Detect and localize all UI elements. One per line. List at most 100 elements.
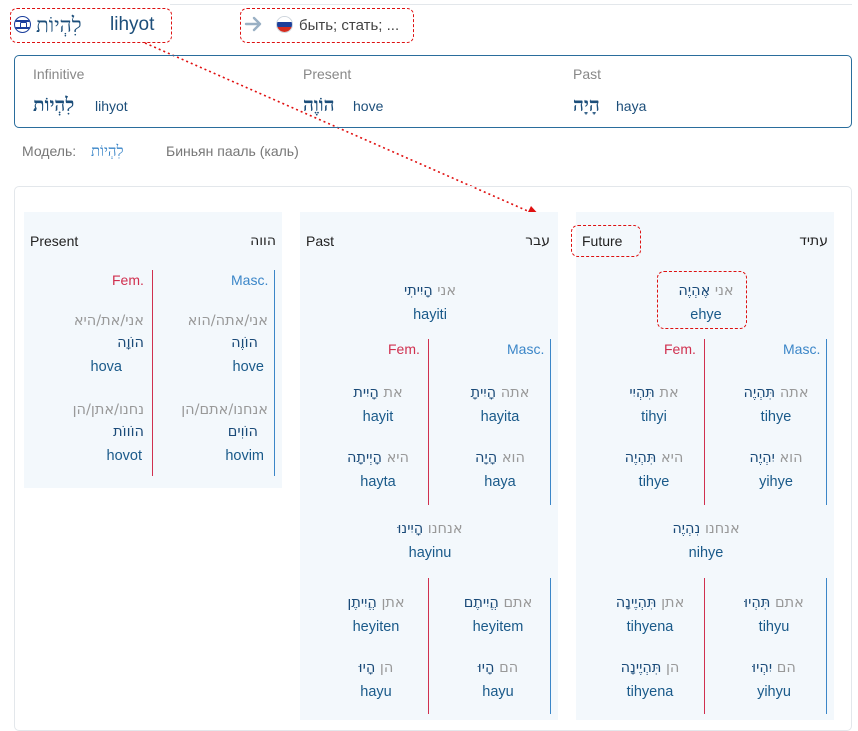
russia-flag-icon [276,16,293,33]
future-sg-fem-divider [704,339,705,505]
pronoun: אתן [381,595,405,611]
verb-form: הֱיִיתֶן [347,595,377,611]
future-3sg-fem-translit: tihye [638,474,670,490]
past-3pl-fem-cell: הן הָיוּ hayu [326,657,426,705]
present-pl-masc-translit: hovim [225,448,264,464]
verb-form: נִהְיֶה [672,521,701,537]
pronoun: אתן [661,595,685,611]
past-masc-label: Masc. [507,341,545,357]
future-3sg-masc-cell: הוא יִהְיֶה yihye [726,447,826,495]
pronoun: היא [386,450,409,466]
verb-form: יִהְיֶה [749,450,775,466]
future-2pl-fem-cell: אתן תִּהְיֶינָה tihyena [598,592,702,640]
pronoun: היא [660,450,684,466]
conjugation-phrase: הן הָיוּ [326,657,426,679]
conjugation-phrase: אני אֶהְיֶה [636,280,776,302]
past-2pl-masc-cell: אתם הֱיִיתֶם heyitem [448,592,548,640]
past-2pl-fem-translit: heyiten [352,619,400,635]
past-1sg-cell: אני הָיִיתִי hayiti [360,280,500,328]
conjugation-phrase: אנחנו נִהְיֶה [636,518,776,540]
conjugation-phrase: אתם הֱיִיתֶם [448,592,548,614]
present-fem-label: Fem. [112,272,144,288]
verb-form: תִּהְיֶה [624,450,657,466]
future-1sg-highlight [657,271,747,329]
arrow-right-icon [244,13,264,35]
past-3pl-masc-translit: hayu [482,684,514,700]
present-title: Present [30,233,79,249]
past-hebrew: הָיָה [573,94,600,116]
present-pl-fem-cell: נחנו/אתן/הן הוֹווֹת hovot [32,399,150,469]
past-2pl-masc-translit: heyitem [472,619,524,635]
conjugation-phrase: הוא הָיָה [450,447,550,469]
past-pl-masc-divider [550,578,551,714]
present-hebrew: הוֹוֶה [303,94,335,116]
verb-header-highlight [10,8,172,43]
present-sg-masc-translit: hove [232,359,264,375]
conjugation-phrase: הן תִּהְיֶינָה [598,657,702,679]
past-sg-fem-divider [428,339,429,505]
pronoun: את [659,385,679,401]
pronoun: אנחנו [427,521,463,537]
pronoun: את [383,385,403,401]
conjugation-phrase: אתן תִּהְיֶינָה [598,592,702,614]
israel-flag-icon [14,16,31,33]
pronoun: אתם [503,595,533,611]
verb-form: הָיִיתָ [470,385,497,401]
pronoun: הם [776,660,796,676]
past-title-hebrew: עבר [525,233,550,249]
future-1pl-cell: אנחנו נִהְיֶה nihye [636,518,776,566]
pronoun: הן [665,660,680,676]
pronoun: אתה [779,385,809,401]
conjugation-phrase: היא תִּהְיֶה [606,447,702,469]
conjugation-phrase: הם הָיוּ [448,657,548,679]
pronoun: אתם [774,595,804,611]
verb-form: תִּהְיֶה [743,385,776,401]
past-1sg-phrase: אני הָיִיתִי [360,280,500,302]
pronoun: אני [437,283,457,299]
future-title: Future [582,233,623,249]
present-sg-fem-cell: אני/את/היא הוֹוָה hova [32,310,150,380]
conjugation-phrase: את תִּהְיִי [606,382,702,404]
model-verb-link[interactable]: לִהְיוֹת [91,142,124,160]
future-3pl-masc-translit: yihyu [757,684,791,700]
future-3pl-masc-cell: הם יִהְיוּ yihyu [724,657,824,705]
future-1pl-translit: nihye [688,545,724,561]
future-fem-label: Fem. [664,341,696,357]
verb-form: הֱיִיתֶם [463,595,499,611]
pronoun: אנחנו [704,521,740,537]
present-title-hebrew: הווה [250,233,276,249]
future-masc-label: Masc. [783,341,821,357]
future-1sg-cell: אני אֶהְיֶה ehye [636,280,776,328]
verb-form: הָיוּ [358,660,376,676]
past-pl-fem-divider [428,578,429,714]
past-label: Past [573,66,602,82]
present-pl-masc-cell: אנחנו/אתם/הן הוֹוִים hovim [156,399,272,469]
infinitive-translit: lihyot [95,98,128,114]
past-title: Past [306,233,335,249]
future-2sg-fem-translit: tihyi [641,409,667,425]
verb-form: הָיוּ [477,660,495,676]
present-sg-fem-translit: hova [90,359,122,375]
past-3sg-masc-translit: haya [484,474,516,490]
verb-form: יִהְיוּ [752,660,773,676]
past-fem-label: Fem. [388,341,420,357]
present-pl-fem-form: הוֹווֹת [113,424,144,440]
present-panel: Present הווה Fem. Masc. אני/את/היא הוֹוָ… [24,212,282,488]
verb-summary-box: Infinitive לִהְיוֹת lihyot Present הוֹוֶ… [14,55,852,128]
future-title-hebrew: עתיד [799,233,828,249]
verb-form: תִּהְיֶינָה [620,660,662,676]
translation-text: быть; стать; ... [299,17,400,34]
future-2sg-masc-translit: tihye [760,409,792,425]
translation-highlight[interactable] [240,8,414,43]
past-2pl-fem-cell: אתן הֱיִיתֶן heyiten [326,592,426,640]
past-2sg-masc-cell: אתה הָיִיתָ hayita [450,382,550,430]
future-2sg-fem-cell: את תִּהְיִי tihyi [606,382,702,430]
pronoun: הוא [779,450,803,466]
conjugation-phrase: אתם תִּהְיוּ [724,592,824,614]
binyan-label: Биньян пааль (каль) [166,143,299,159]
past-translit: haya [616,98,647,114]
past-1pl-translit: hayinu [408,545,452,561]
verb-form: הָיִינוּ [397,521,424,537]
present-sg-fem-pronoun: אני/את/היא [73,313,144,329]
verb-form: אֶהְיֶה [678,283,711,299]
